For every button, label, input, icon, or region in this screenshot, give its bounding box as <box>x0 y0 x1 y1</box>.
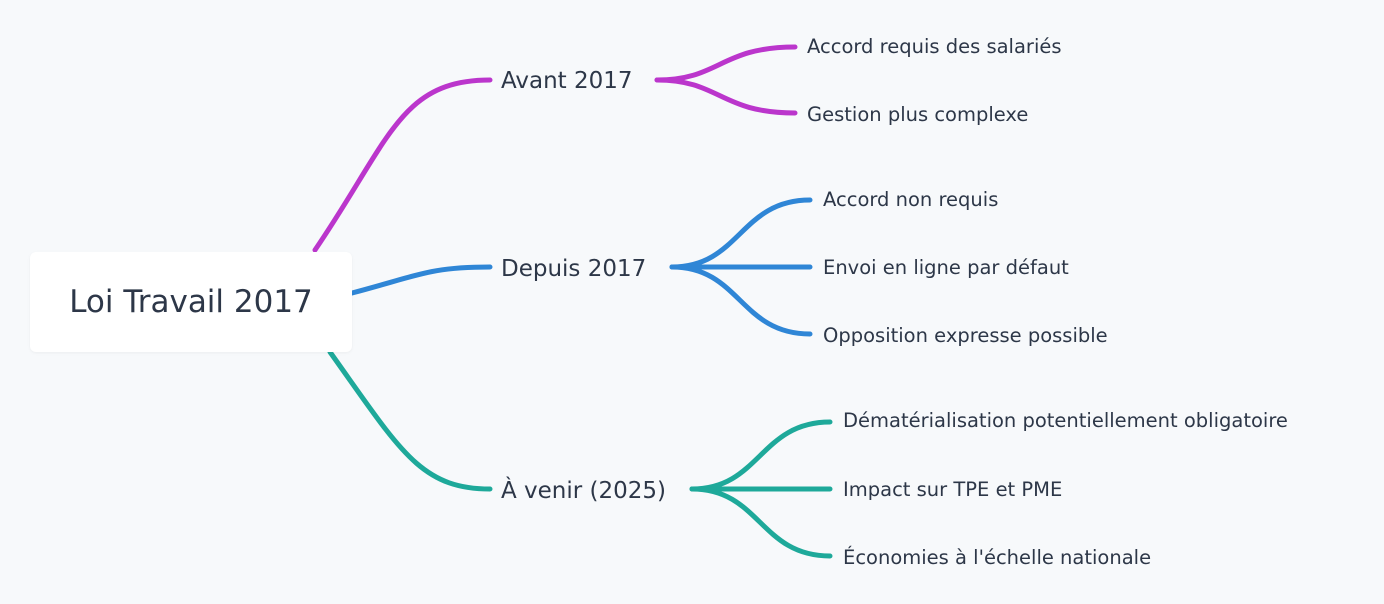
root-label: Loi Travail 2017 <box>69 284 313 320</box>
leaf-node[interactable]: Accord non requis <box>823 188 999 211</box>
branch-avant-2017[interactable]: Avant 2017 <box>501 68 633 94</box>
connector-depuis-3 <box>669 264 813 337</box>
connector-avant-2 <box>654 77 798 116</box>
connector-depuis-1 <box>669 197 813 270</box>
leaf-node[interactable]: Envoi en ligne par défaut <box>823 256 1069 279</box>
branch-depuis-2017[interactable]: Depuis 2017 <box>501 256 647 282</box>
leaf-node[interactable]: Économies à l'échelle nationale <box>843 546 1152 569</box>
connector-avenir-1 <box>689 419 833 492</box>
connector-avenir-3 <box>689 486 833 559</box>
connector-avant <box>312 77 493 253</box>
leaf-node[interactable]: Gestion plus complexe <box>807 103 1029 126</box>
leaf-node[interactable]: Impact sur TPE et PME <box>843 478 1063 501</box>
root-node[interactable]: Loi Travail 2017 <box>30 252 352 352</box>
leaf-node[interactable]: Accord requis des salariés <box>807 35 1062 58</box>
connector-depuis <box>349 264 493 296</box>
connector-avenir <box>327 349 493 492</box>
connector-avant-1 <box>654 44 798 83</box>
leaf-node[interactable]: Opposition expresse possible <box>823 324 1108 347</box>
leaf-node[interactable]: Dématérialisation potentiellement obliga… <box>843 409 1288 432</box>
branch-a-venir-2025[interactable]: À venir (2025) <box>501 478 667 504</box>
